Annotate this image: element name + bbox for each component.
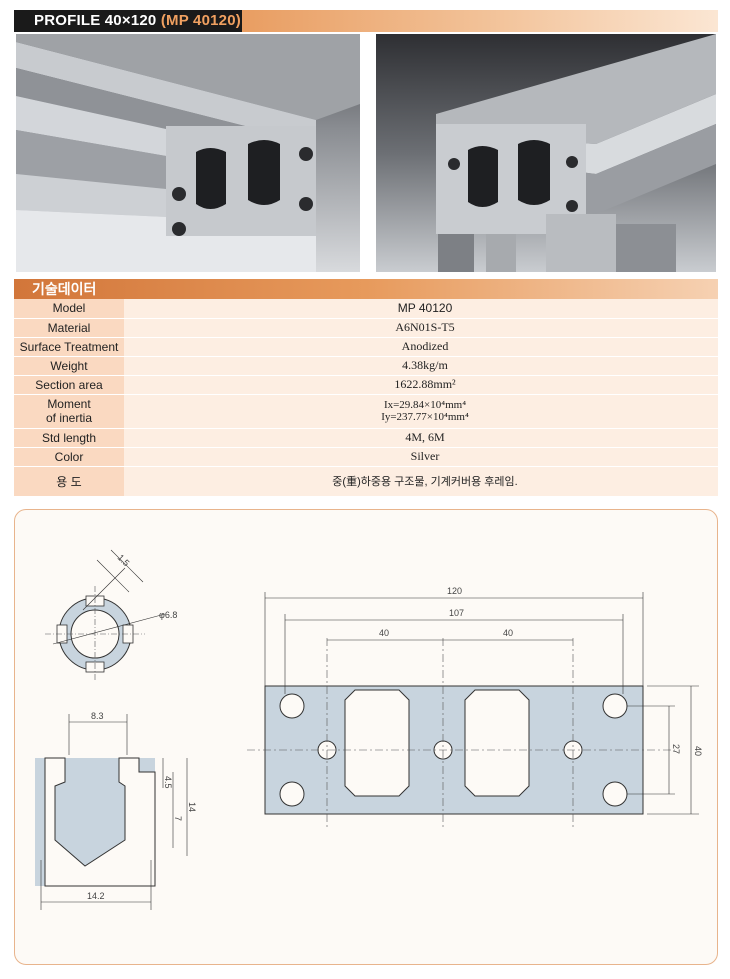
page-title: PROFILE 40×120 (MP 40120) <box>14 10 242 32</box>
spec-section-title: 기술데이터 <box>32 281 97 297</box>
model-code: (MP 40120) <box>160 12 241 29</box>
table-row: Material A6N01S-T5 <box>14 318 718 338</box>
spec-value-usage: 중(重)하중용 구조물, 기계커버용 후레임. <box>132 466 718 497</box>
slot-detail-drawing: 8.3 14.2 4.5 7 14 <box>35 711 197 910</box>
table-row: 용 도 중(重)하중용 구조물, 기계커버용 후레임. <box>14 466 718 497</box>
spec-table: Model MP 40120 Material A6N01S-T5 Surfac… <box>14 299 718 497</box>
spec-label-color: Color <box>14 447 124 467</box>
inner-width-dim: 107 <box>449 608 464 618</box>
table-row: Section area 1622.88mm² <box>14 375 718 395</box>
overall-width-dim: 120 <box>447 586 462 596</box>
spec-label-surface: Surface Treatment <box>14 337 124 357</box>
slot-bottom-dim: 14.2 <box>87 891 105 901</box>
slot-top-dim: 8.3 <box>91 711 104 721</box>
spec-value-surface: Anodized <box>132 337 718 357</box>
spec-value-material: A6N01S-T5 <box>132 318 718 338</box>
spec-label-model: Model <box>14 299 124 319</box>
spec-label-length: Std length <box>14 428 124 448</box>
inner-height-dim: 27 <box>671 744 681 754</box>
spec-value-model: MP 40120 <box>132 299 718 319</box>
spec-label-material: Material <box>14 318 124 338</box>
profile-cross-section-drawing: 120 107 40 40 40 27 <box>247 586 703 830</box>
spec-value-color: Silver <box>132 447 718 467</box>
profile-photo-front <box>16 34 360 272</box>
table-row: Color Silver <box>14 447 718 467</box>
slot-d2-dim: 7 <box>173 816 183 821</box>
pitch-dim-right: 40 <box>503 628 513 638</box>
pitch-dim-left: 40 <box>379 628 389 638</box>
table-row: Model MP 40120 <box>14 299 718 319</box>
spec-value-length: 4M, 6M <box>132 428 718 448</box>
hole-diameter-dim: φ6.8 <box>159 610 177 620</box>
table-row: Std length 4M, 6M <box>14 428 718 448</box>
table-row: Weight 4.38kg/m <box>14 356 718 376</box>
hole-detail-drawing: 1.5 φ6.8 <box>45 549 177 682</box>
profile-photo-corner <box>376 34 716 272</box>
spec-label-section: Section area <box>14 375 124 395</box>
slot-d3-dim: 14 <box>187 802 197 812</box>
spec-value-weight: 4.38kg/m <box>132 356 718 376</box>
spec-label-usage: 용 도 <box>14 466 124 497</box>
height-dim: 40 <box>693 746 703 756</box>
table-row: Surface Treatment Anodized <box>14 337 718 357</box>
technical-drawing-panel: 1.5 φ6.8 8.3 14.2 4.5 7 14 <box>14 509 718 965</box>
slot-d1-dim: 4.5 <box>163 776 173 789</box>
spec-label-weight: Weight <box>14 356 124 376</box>
spec-header-bar <box>14 279 718 299</box>
hole-width-dim: 1.5 <box>116 552 132 568</box>
spec-value-section: 1622.88mm² <box>132 375 718 395</box>
